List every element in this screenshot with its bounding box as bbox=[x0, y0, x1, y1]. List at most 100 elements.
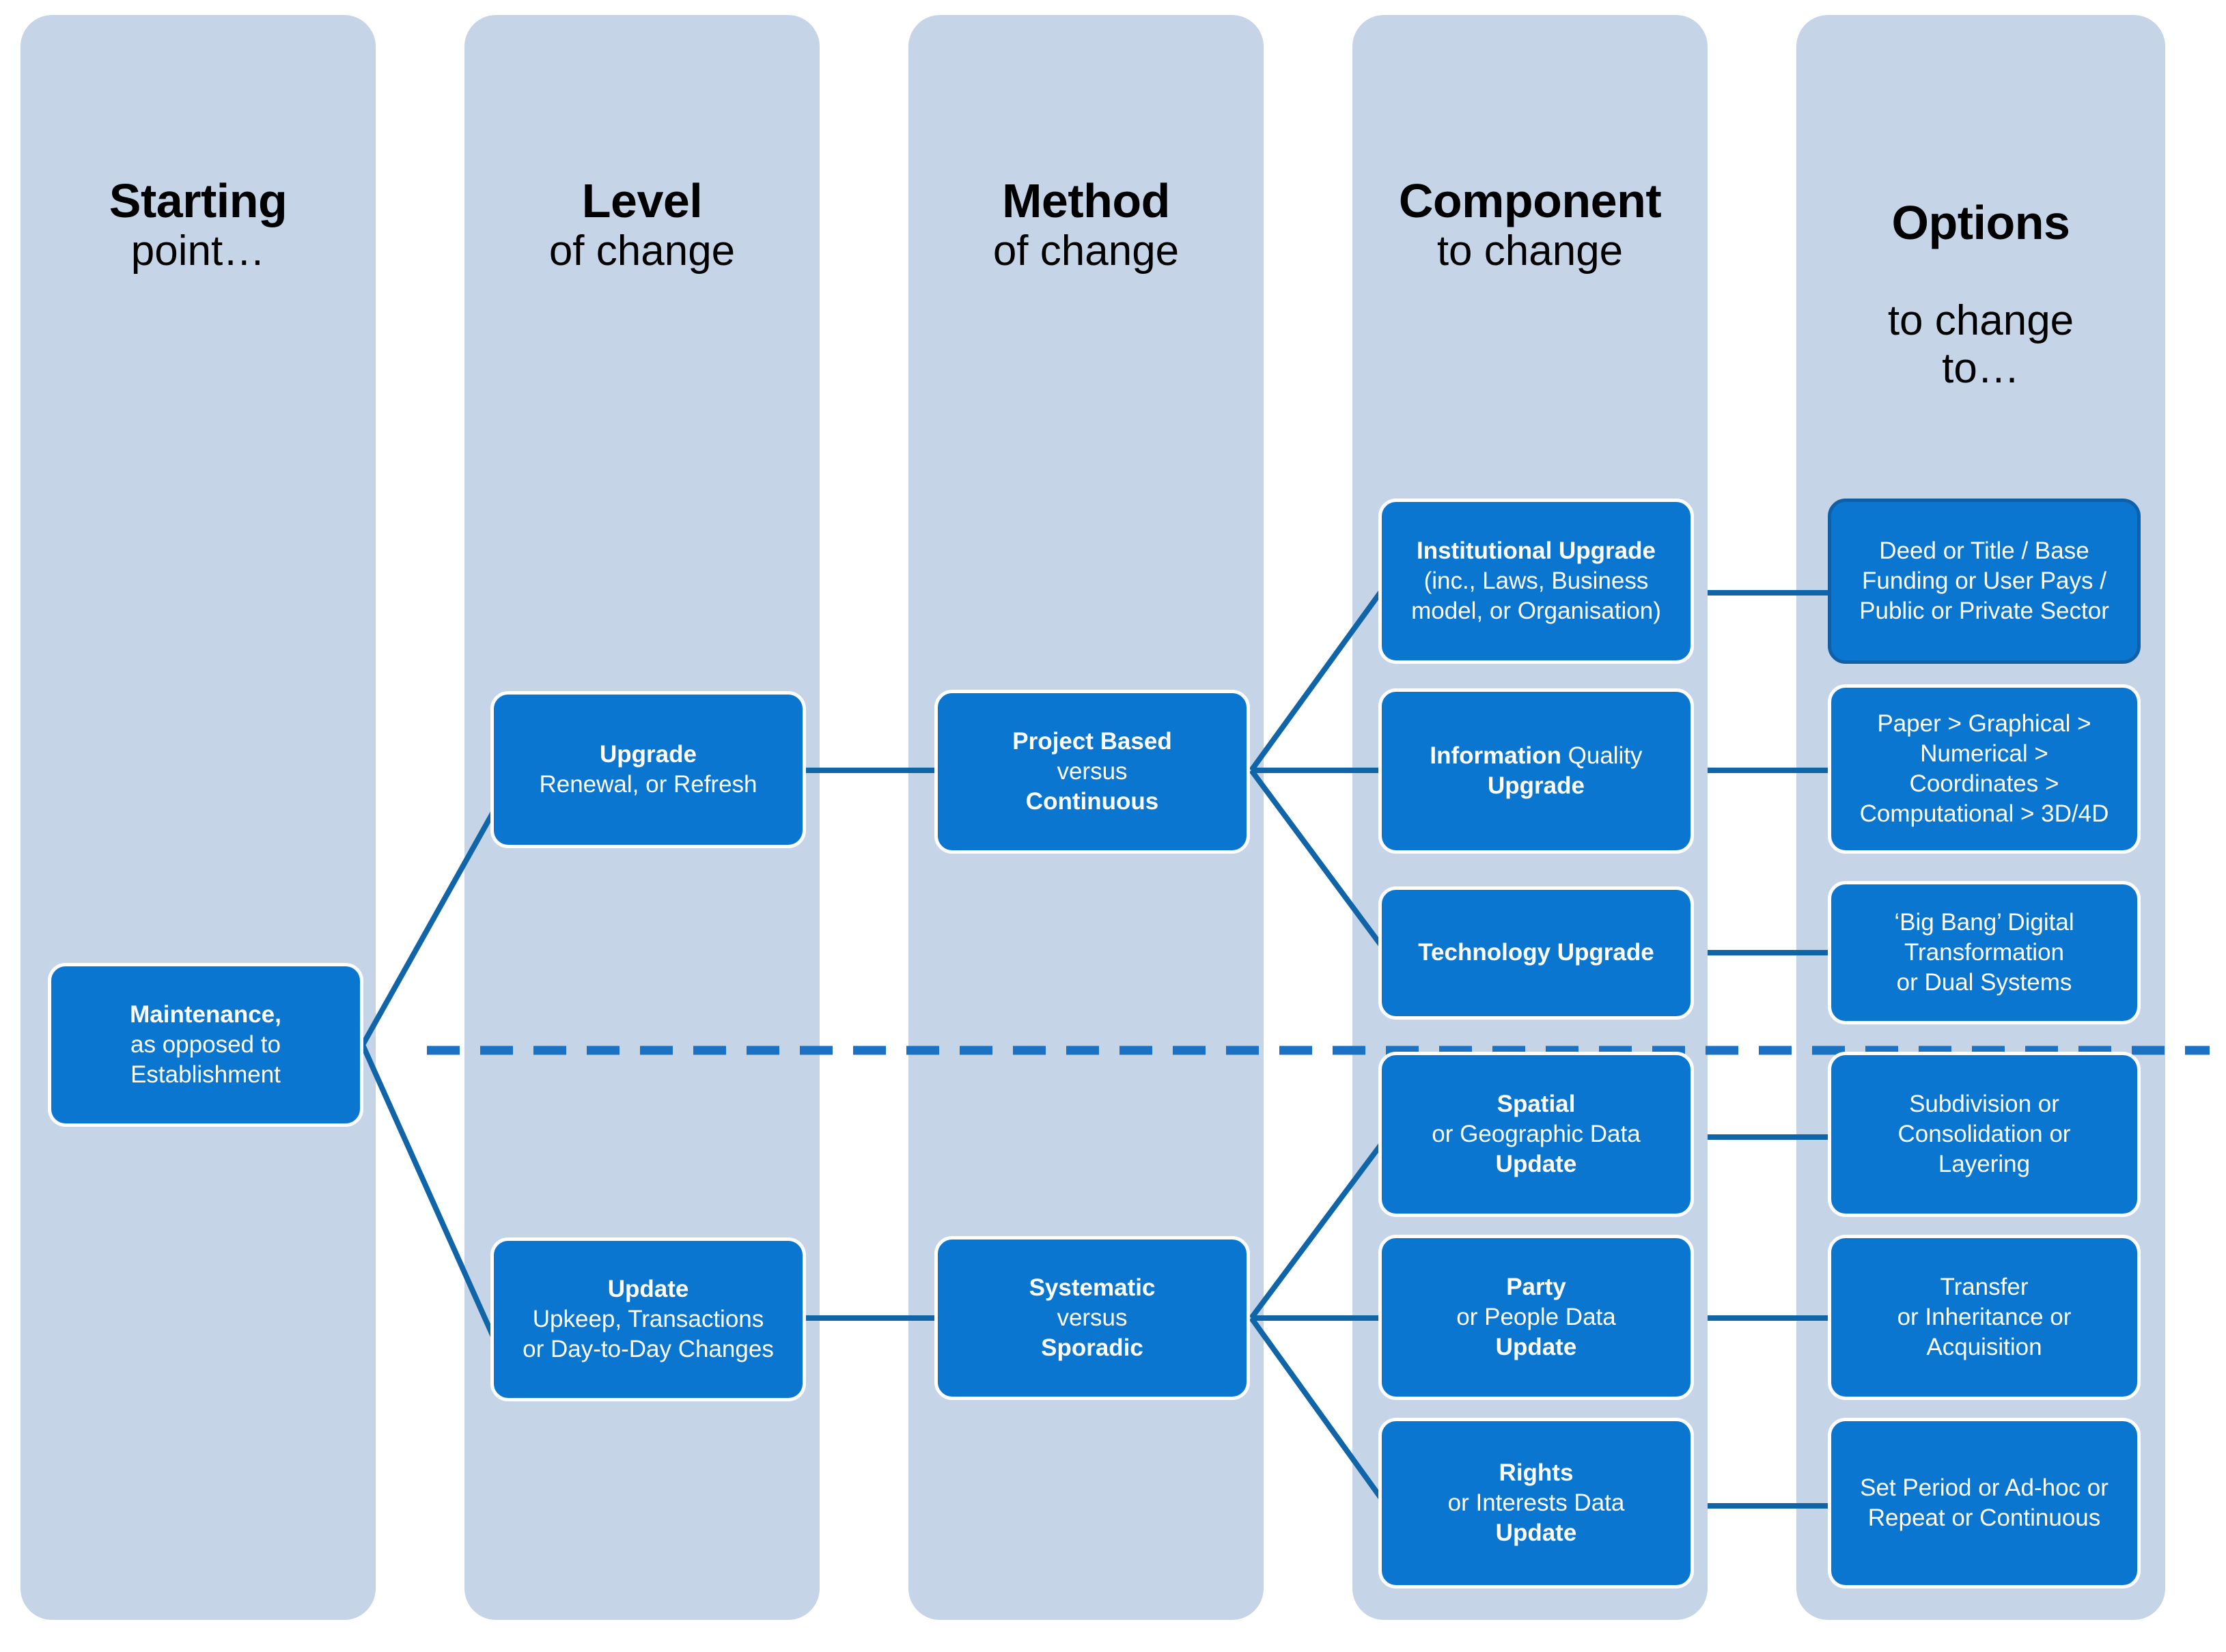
node-line: Public or Private Sector bbox=[1859, 598, 2109, 625]
node-line: Update bbox=[1495, 1151, 1577, 1178]
node-line: Technology Upgrade bbox=[1418, 939, 1654, 966]
node-line: Set Period or Ad-hoc or bbox=[1860, 1474, 2109, 1501]
node-line: Update bbox=[1495, 1520, 1577, 1547]
heading-line-2: point… bbox=[130, 227, 266, 275]
node-text: Transfer or Inheritance or Acquisition bbox=[1897, 1272, 2072, 1362]
node-line: Upkeep, Transactions bbox=[532, 1305, 764, 1332]
node-line: Transfer bbox=[1940, 1273, 2029, 1300]
node-line: or People Data bbox=[1456, 1303, 1616, 1330]
node-line: Numerical > bbox=[1920, 740, 2048, 767]
node-line: or Geographic Data bbox=[1432, 1120, 1641, 1147]
node-line: model, or Organisation) bbox=[1411, 598, 1661, 625]
wire-maintenance-to-upgrade bbox=[360, 801, 501, 1046]
node-line: Rights bbox=[1499, 1459, 1574, 1486]
node-line: Maintenance, bbox=[130, 1000, 281, 1028]
node-text: Maintenance, as opposed to Establishment bbox=[130, 1000, 281, 1090]
node-line: Consolidation or bbox=[1897, 1120, 2071, 1147]
node-line: or Inheritance or bbox=[1897, 1303, 2072, 1330]
node-text: Institutional Upgrade (inc., Laws, Busine… bbox=[1411, 536, 1661, 626]
node-text: Technology Upgrade bbox=[1418, 938, 1654, 968]
node-line: Funding or User Pays / bbox=[1862, 567, 2106, 594]
node-line: as opposed to bbox=[130, 1031, 281, 1058]
node-line: Systematic bbox=[1029, 1274, 1156, 1301]
node-line: Subdivision or bbox=[1909, 1090, 2059, 1117]
heading-line-2: of change bbox=[992, 227, 1180, 275]
node-line: Upgrade bbox=[600, 740, 697, 768]
node-line: Institutional Upgrade bbox=[1416, 537, 1656, 564]
wire-maintenance-to-update bbox=[360, 1044, 501, 1350]
node-line: ‘Big Bang’ Digital bbox=[1894, 908, 2074, 936]
node-line: Sporadic bbox=[1041, 1334, 1143, 1362]
node-line: or Interests Data bbox=[1447, 1489, 1625, 1516]
node-line: or Day-to-Day Changes bbox=[523, 1336, 774, 1363]
node-option-party[interactable]: Transfer or Inheritance or Acquisition bbox=[1828, 1235, 2141, 1400]
node-line: Acquisition bbox=[1926, 1334, 2042, 1361]
node-option-rights[interactable]: Set Period or Ad-hoc or Repeat or Continu… bbox=[1828, 1418, 2141, 1588]
node-line: Computational > 3D/4D bbox=[1859, 800, 2109, 828]
heading-line-1: Starting bbox=[109, 174, 288, 227]
node-line: Project Based bbox=[1012, 727, 1172, 755]
column-heading-component-to-change: Component to change bbox=[1352, 174, 1708, 275]
node-line: Coordinates > bbox=[1909, 770, 2059, 797]
node-line: Update bbox=[607, 1275, 689, 1302]
node-line: Deed or Title / Base bbox=[1879, 537, 2089, 564]
column-heading-starting-point: Starting point… bbox=[20, 174, 376, 275]
node-option-spatial[interactable]: Subdivision or Consolidation or Layering bbox=[1828, 1052, 2141, 1217]
heading-line-1: Level bbox=[581, 174, 703, 227]
heading-line-1: Component bbox=[1398, 174, 1662, 227]
node-line: Spatial bbox=[1497, 1090, 1576, 1117]
node-line: versus bbox=[1057, 757, 1128, 785]
column-heading-method-of-change: Method of change bbox=[908, 174, 1264, 275]
node-line: Upgrade bbox=[1488, 772, 1585, 799]
wire-systematic-to-spatial bbox=[1249, 1135, 1389, 1320]
node-line: Update bbox=[1495, 1334, 1577, 1361]
column-heading-options-to-change-to: Options to change to… bbox=[1796, 149, 2165, 440]
wire-systematic-to-rights bbox=[1249, 1316, 1389, 1508]
node-line: Layering bbox=[1938, 1151, 2031, 1178]
heading-line-1: Method bbox=[1002, 174, 1170, 227]
node-option-information[interactable]: Paper > Graphical >Numerical >Coordinate… bbox=[1828, 684, 2141, 854]
wire-project-to-institutional bbox=[1249, 582, 1389, 772]
heading-line-2: of change bbox=[548, 227, 736, 275]
heading-line-2: to change bbox=[1436, 227, 1624, 275]
node-institutional-upgrade[interactable]: Institutional Upgrade (inc., Laws, Busine… bbox=[1378, 499, 1694, 664]
column-panel-starting-point bbox=[20, 15, 376, 1620]
node-line: Repeat or Continuous bbox=[1867, 1504, 2101, 1531]
column-heading-level-of-change: Level of change bbox=[464, 174, 820, 275]
node-text: Set Period or Ad-hoc or Repeat or Continu… bbox=[1860, 1473, 2109, 1533]
node-text: Subdivision or Consolidation or Layering bbox=[1898, 1089, 2071, 1179]
node-maintenance[interactable]: Maintenance, as opposed to Establishment bbox=[48, 963, 363, 1127]
node-line: Information Quality bbox=[1430, 742, 1643, 769]
node-line: (inc., Laws, Business bbox=[1423, 567, 1649, 594]
node-line: or Dual Systems bbox=[1896, 969, 2072, 996]
node-line: Establishment bbox=[130, 1061, 281, 1089]
node-technology-upgrade[interactable]: Technology Upgrade bbox=[1378, 886, 1694, 1020]
wire-project-to-technology bbox=[1249, 768, 1389, 955]
heading-line-2: to change to… bbox=[1887, 297, 2074, 392]
node-line: Transformation bbox=[1904, 938, 2065, 966]
node-line: versus bbox=[1057, 1304, 1128, 1331]
heading-line-1: Options bbox=[1891, 196, 2070, 250]
